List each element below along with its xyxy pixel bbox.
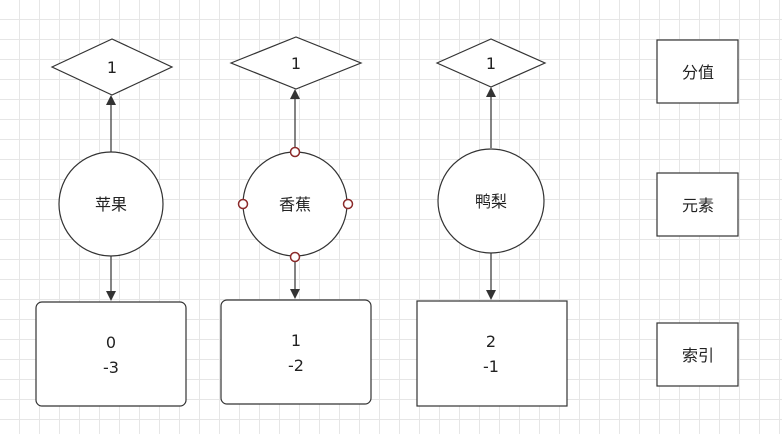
element-label: 香蕉 bbox=[279, 195, 311, 214]
legend-index-box[interactable] bbox=[656, 322, 739, 387]
index-negative: -1 bbox=[483, 357, 499, 376]
element-label: 苹果 bbox=[95, 195, 127, 214]
score-diamond[interactable] bbox=[435, 38, 547, 88]
element-label: 鸭梨 bbox=[475, 192, 507, 211]
legend: 分值 元素 索引 bbox=[656, 39, 739, 387]
legend-element-label: 元素 bbox=[682, 196, 714, 215]
index-value: 1 bbox=[291, 331, 301, 350]
index-box[interactable] bbox=[35, 301, 187, 407]
index-value: 0 bbox=[106, 333, 116, 352]
legend-index-label: 索引 bbox=[682, 346, 714, 365]
index-box[interactable] bbox=[220, 299, 372, 405]
column-pear: 1 鸭梨 2 -1 bbox=[416, 38, 568, 407]
selection-handle-right[interactable] bbox=[342, 198, 354, 210]
selection-handle-left[interactable] bbox=[237, 198, 249, 210]
index-value: 2 bbox=[486, 332, 496, 351]
selection-handle-top[interactable] bbox=[289, 146, 301, 158]
legend-element-box[interactable] bbox=[656, 172, 739, 237]
score-value: 1 bbox=[291, 54, 301, 73]
score-diamond[interactable] bbox=[229, 36, 363, 90]
legend-score-label: 分值 bbox=[682, 63, 714, 82]
score-value: 1 bbox=[107, 58, 117, 77]
column-apple: 1 苹果 0 -3 bbox=[35, 38, 187, 407]
index-box[interactable] bbox=[416, 300, 568, 407]
legend-score-box[interactable] bbox=[656, 39, 739, 104]
index-negative: -3 bbox=[103, 358, 119, 377]
score-value: 1 bbox=[486, 54, 496, 73]
index-negative: -2 bbox=[288, 356, 304, 375]
selection-handle-bottom[interactable] bbox=[289, 251, 301, 263]
score-diamond[interactable] bbox=[50, 38, 174, 96]
column-banana: 1 香蕉 1 -2 bbox=[220, 36, 372, 405]
